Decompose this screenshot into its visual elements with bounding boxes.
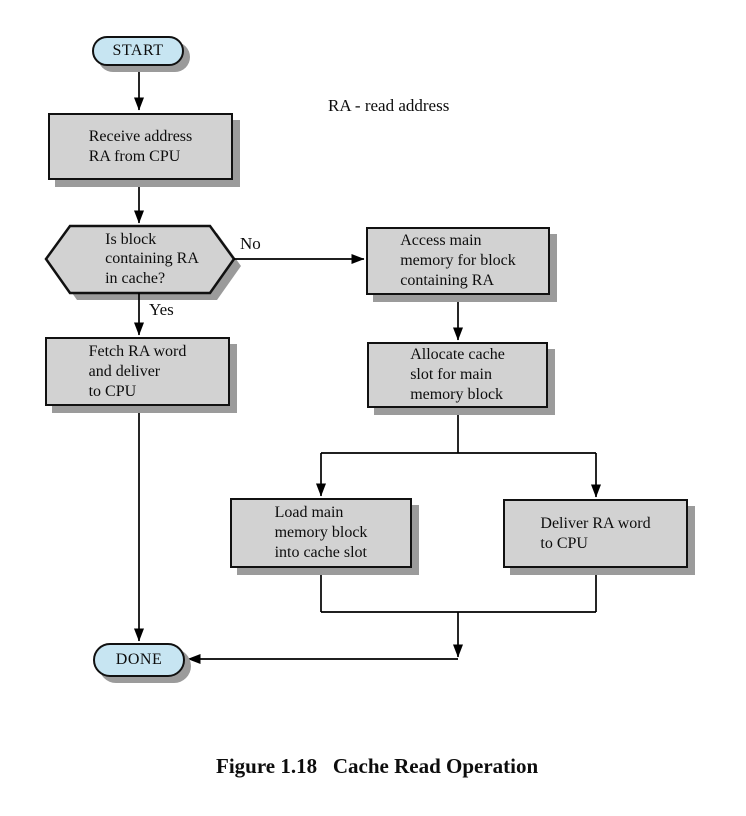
edges	[134, 65, 601, 664]
decision-shape	[44, 224, 241, 300]
node-deliver-ra-word-label: Deliver RA word to CPU	[540, 514, 651, 552]
node-decision-label-box: Is block containing RA in cache?	[62, 225, 242, 293]
node-deliver-ra-word: Deliver RA word to CPU	[503, 499, 688, 568]
node-fetch-ra-word: Fetch RA word and deliver to CPU	[45, 337, 230, 406]
node-start-label: START	[112, 42, 164, 59]
node-access-main-memory: Access main memory for block containing …	[366, 227, 550, 295]
node-start: START	[92, 36, 184, 66]
edge-label-yes: Yes	[149, 300, 174, 319]
node-fetch-ra-word-label: Fetch RA word and deliver to CPU	[88, 342, 187, 400]
figure-caption: Figure 1.18 Cache Read Operation	[216, 754, 539, 778]
node-receive-address-label: Receive address RA from CPU	[88, 127, 193, 165]
node-receive-address: Receive address RA from CPU	[48, 113, 233, 180]
edge-label-no: No	[240, 234, 261, 253]
node-load-memory-block-label: Load main memory block into cache slot	[274, 504, 368, 561]
node-access-main-memory-label: Access main memory for block containing …	[400, 232, 516, 289]
node-allocate-cache-slot: Allocate cache slot for main memory bloc…	[367, 342, 548, 408]
node-decision-label: Is block containing RA in cache?	[105, 230, 199, 287]
legend-ra: RA - read address	[328, 96, 450, 115]
node-done: DONE	[93, 643, 185, 677]
node-allocate-cache-slot-label: Allocate cache slot for main memory bloc…	[410, 346, 505, 403]
node-done-label: DONE	[115, 651, 163, 668]
node-load-memory-block: Load main memory block into cache slot	[230, 498, 412, 568]
